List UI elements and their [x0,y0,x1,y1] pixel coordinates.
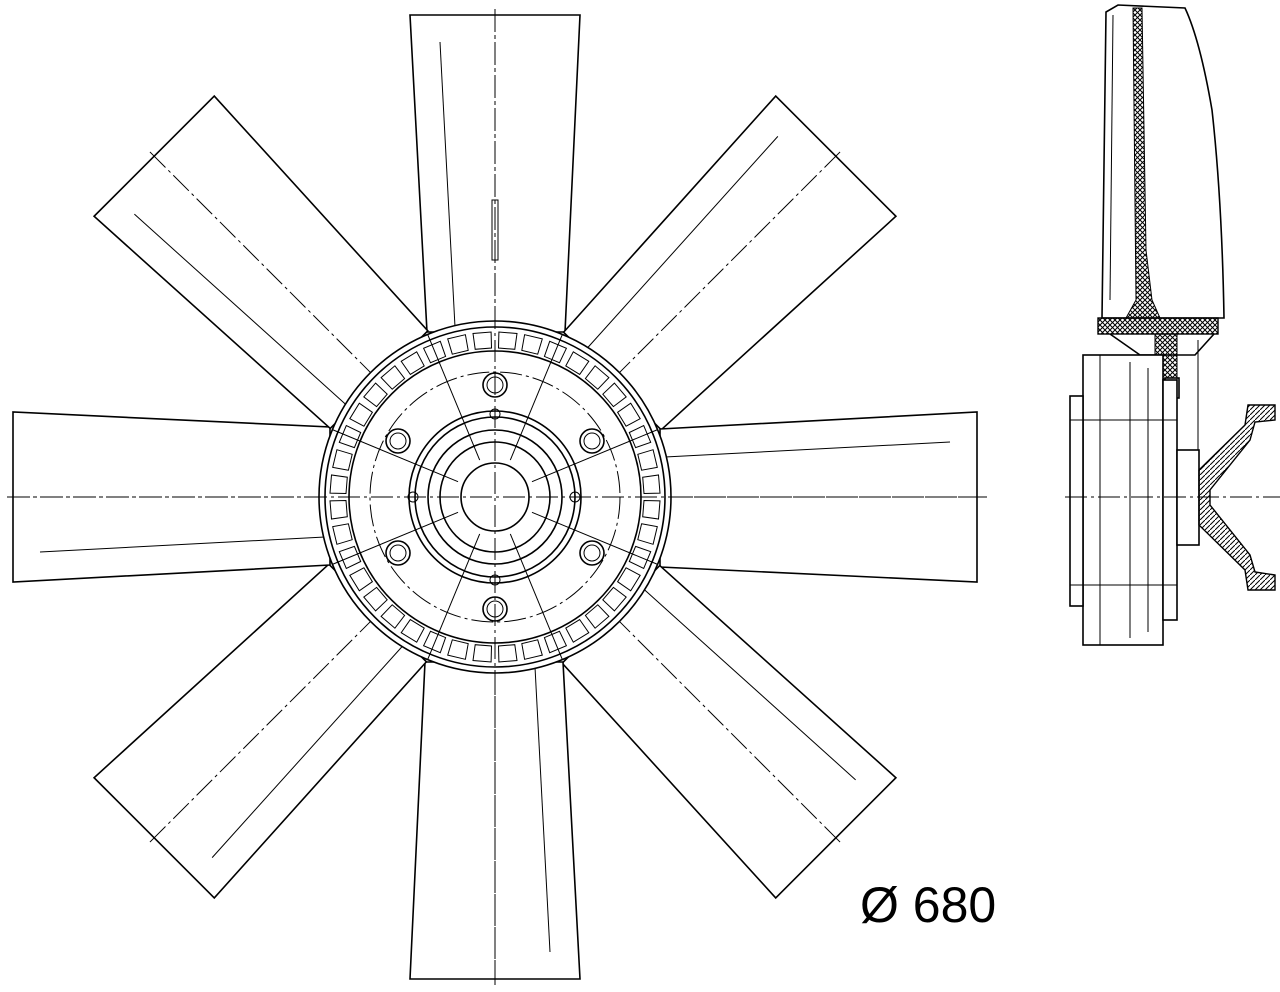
cooling-slot [472,331,493,350]
cooling-slot [602,586,627,612]
cooling-slot [447,334,469,355]
bolt-head [579,428,605,454]
cooling-slot [616,567,641,592]
bolt-head [385,428,411,454]
cooling-slot [565,618,590,643]
cooling-slot [628,545,652,570]
cooling-slot [616,402,641,427]
cooling-slot [472,644,493,663]
cooling-slot [332,449,353,471]
cooling-slot [329,499,348,520]
blade-centerline [149,151,376,378]
cooling-slot [338,545,362,570]
cooling-slot [637,449,658,471]
blade-rib-line [134,213,347,406]
bolt-hole [583,544,601,562]
cooling-slot [543,340,568,364]
cooling-slot [363,586,388,612]
blade-rib-line [211,645,404,858]
side-blade [1101,4,1225,319]
balance-mark [491,199,499,261]
bolt-hole [389,432,407,450]
blade-centerline [149,616,376,843]
bolt-head [579,540,605,566]
cooling-slot [584,604,610,629]
cooling-slot [363,382,388,408]
hub-section-line [531,511,658,565]
cooling-slot [400,618,425,643]
hub-section-line [531,429,658,483]
cooling-slot [349,567,374,592]
cooling-slot [521,639,543,660]
blade-rib-line [39,536,326,553]
cooling-slot [332,523,353,545]
cooling-slot [380,365,406,390]
cooling-slot [628,424,652,449]
cooling-slot [642,474,661,495]
cooling-slot [521,334,543,355]
cooling-slot [584,365,610,390]
hub-section-line [509,533,563,660]
blade-centerline [614,616,841,843]
cooling-slot [602,382,627,408]
hub-section-line [427,533,481,660]
cooling-slot [447,639,469,660]
cooling-slot [497,644,518,663]
hub-section-line [332,429,459,483]
hub-section-line [509,334,563,461]
hub-section-line [332,511,459,565]
cooling-slot [642,499,661,520]
blade-centerline [614,151,841,378]
side-yoke [1198,404,1276,591]
bolt-hole [583,432,601,450]
cooling-slot [422,340,447,364]
cooling-slot [543,630,568,654]
blade-rib-line [643,588,856,781]
cooling-slot [422,630,447,654]
cooling-slot [349,402,374,427]
bolt-hole [389,544,407,562]
cooling-slot [380,604,406,629]
cooling-slot [329,474,348,495]
blade-rib-line [586,136,779,349]
blade-rib-line [439,41,456,328]
hub-section-line [427,334,481,461]
diameter-dimension-label: Ø 680 [860,877,997,933]
cooling-slot [497,331,518,350]
cooling-slot [400,351,425,376]
cooling-slot [637,523,658,545]
blade-rib-line [534,666,551,953]
bolt-head [385,540,411,566]
blade-rib-line [664,441,951,458]
cooling-slot [565,351,590,376]
cooling-slot [338,424,362,449]
